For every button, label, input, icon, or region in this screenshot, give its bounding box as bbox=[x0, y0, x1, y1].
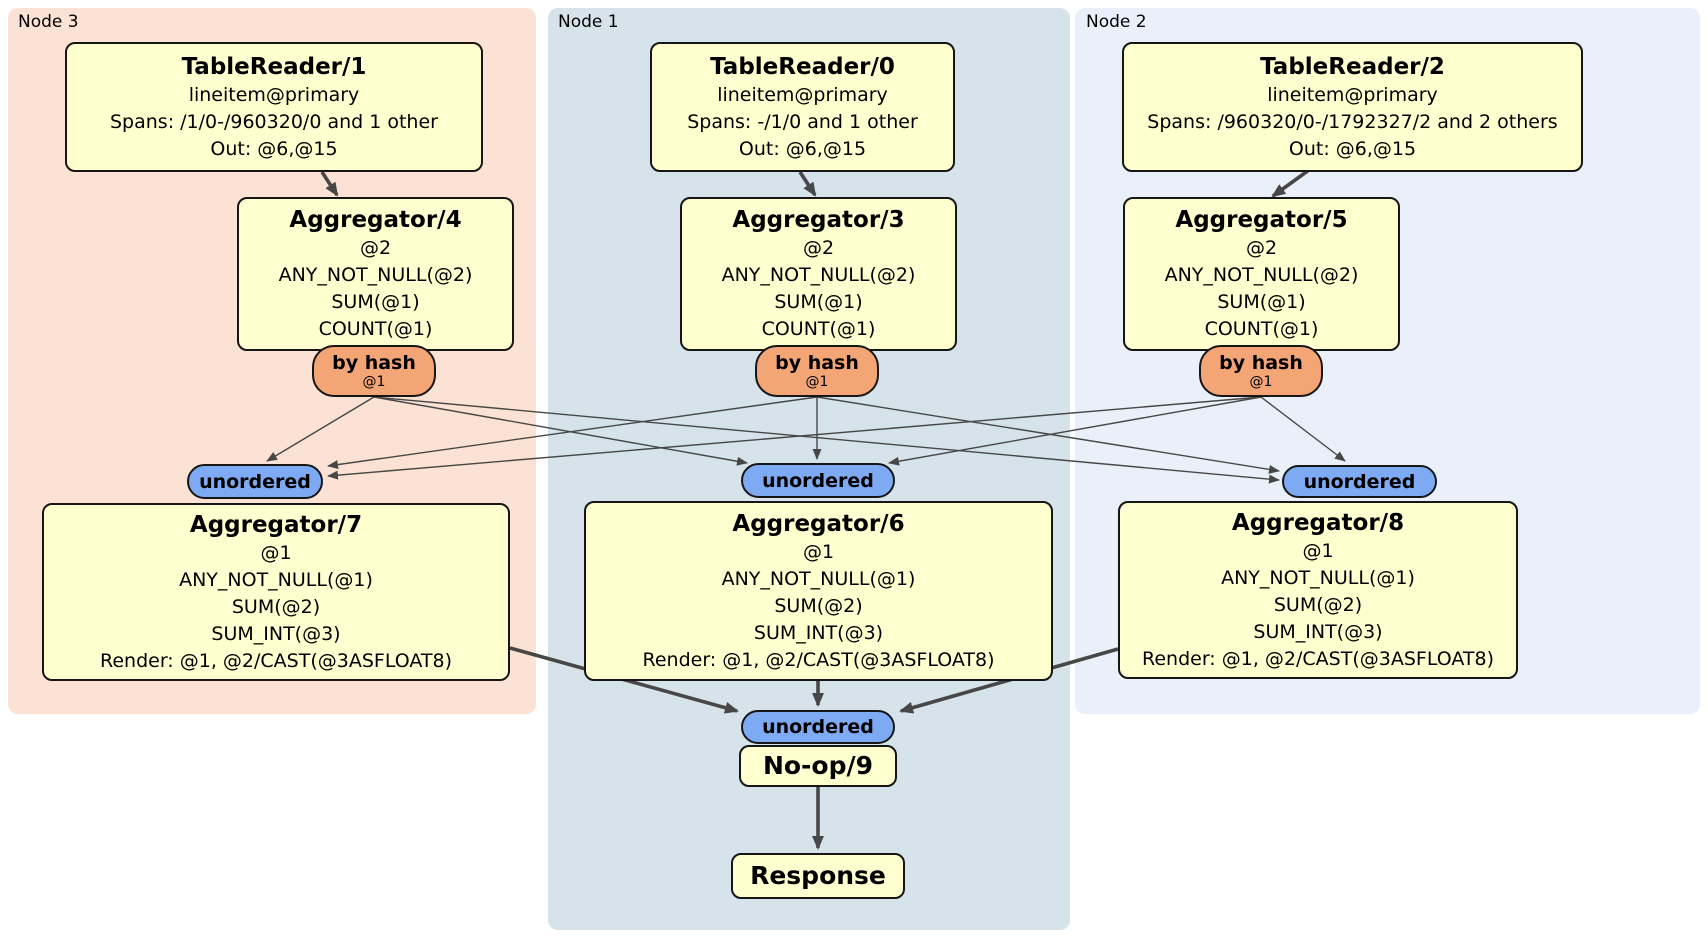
router-by-hash-4: by hash @1 bbox=[312, 345, 436, 397]
edge-byhash4-unordered-right bbox=[373, 396, 1280, 484]
stream-label: unordered bbox=[762, 716, 874, 738]
processor-detail-line: SUM(@2) bbox=[774, 594, 863, 617]
processor-detail-line: ANY_NOT_NULL(@2) bbox=[278, 264, 473, 286]
edge-tablereader1-aggregator4 bbox=[320, 171, 339, 197]
stream-unordered-left: unordered bbox=[187, 464, 323, 499]
processor-detail-line: @2 bbox=[1245, 237, 1278, 259]
stream-label: unordered bbox=[1303, 470, 1416, 493]
processor-detail-line: Render: @1, @2/CAST(@3ASFLOAT8) bbox=[642, 648, 995, 671]
processor-title: Aggregator/7 bbox=[189, 511, 363, 538]
processor-detail-line: Spans: -/1/0 and 1 other bbox=[687, 110, 918, 133]
edge-byhash4-unordered-center bbox=[373, 396, 748, 466]
processor-detail-line: @1 bbox=[1302, 539, 1334, 562]
processor-detail-line: @1 bbox=[802, 540, 835, 563]
processor-aggregator-4: Aggregator/4 @2 ANY_NOT_NULL(@2) SUM(@1)… bbox=[237, 197, 514, 351]
processor-title: TableReader/0 bbox=[710, 53, 895, 80]
router-by-hash-3: by hash @1 bbox=[755, 345, 879, 397]
processor-detail-line: ANY_NOT_NULL(@1) bbox=[721, 567, 916, 590]
edge-byhash5-unordered-center bbox=[888, 396, 1262, 466]
processor-detail-line: @1 bbox=[260, 541, 292, 564]
stream-unordered-bottom: unordered bbox=[741, 710, 895, 744]
processor-title: Aggregator/3 bbox=[732, 207, 905, 233]
processor-detail-line: SUM(@2) bbox=[231, 595, 321, 618]
processor-detail-line: SUM_INT(@3) bbox=[211, 622, 341, 645]
processor-detail-line: lineitem@primary bbox=[188, 83, 360, 106]
processor-detail-line: ANY_NOT_NULL(@2) bbox=[1164, 264, 1359, 286]
processor-aggregator-6: Aggregator/6 @1 ANY_NOT_NULL(@1) SUM(@2)… bbox=[584, 501, 1053, 681]
processor-detail-line: Spans: /1/0-/960320/0 and 1 other bbox=[110, 110, 438, 133]
region-label-node2: Node 2 bbox=[1086, 12, 1147, 32]
router-by-hash-5: by hash @1 bbox=[1199, 345, 1323, 397]
processor-aggregator-3: Aggregator/3 @2 ANY_NOT_NULL(@2) SUM(@1)… bbox=[680, 197, 957, 351]
processor-detail-line: SUM(@1) bbox=[331, 291, 420, 313]
region-label-node1: Node 1 bbox=[558, 12, 619, 32]
processor-title: Aggregator/4 bbox=[289, 207, 462, 233]
processor-detail-line: ANY_NOT_NULL(@1) bbox=[179, 568, 373, 591]
router-key: @1 bbox=[805, 374, 829, 390]
edge-byhash4-unordered-left bbox=[266, 396, 375, 462]
processor-detail-line: COUNT(@1) bbox=[318, 318, 433, 340]
stream-unordered-right: unordered bbox=[1282, 465, 1437, 498]
processor-detail-line: @2 bbox=[359, 237, 392, 259]
processor-title: Aggregator/5 bbox=[1175, 207, 1348, 233]
processor-tablereader-1: TableReader/1 lineitem@primary Spans: /1… bbox=[65, 42, 483, 172]
stream-label: unordered bbox=[199, 470, 311, 493]
processor-detail-line: SUM_INT(@3) bbox=[1253, 620, 1383, 643]
router-label: by hash bbox=[1219, 352, 1303, 374]
processor-title: No-op/9 bbox=[762, 751, 874, 780]
router-label: by hash bbox=[332, 352, 416, 374]
processor-detail-line: lineitem@primary bbox=[717, 83, 888, 106]
processor-detail-line: @2 bbox=[802, 237, 835, 259]
processor-detail-line: SUM(@2) bbox=[1273, 593, 1363, 616]
stream-label: unordered bbox=[762, 469, 874, 492]
processor-tablereader-2: TableReader/2 lineitem@primary Spans: /9… bbox=[1122, 42, 1583, 172]
processor-title: Aggregator/8 bbox=[1231, 509, 1405, 536]
processor-title: TableReader/1 bbox=[181, 53, 367, 80]
edge-tablereader0-aggregator3 bbox=[798, 171, 817, 197]
router-key: @1 bbox=[1249, 374, 1273, 390]
processor-detail-line: COUNT(@1) bbox=[1204, 318, 1319, 340]
processor-title: Response bbox=[750, 861, 886, 890]
stream-unordered-center: unordered bbox=[741, 463, 895, 498]
processor-detail-line: SUM(@1) bbox=[1217, 291, 1306, 313]
region-label-node3: Node 3 bbox=[18, 12, 79, 32]
edge-byhash3-unordered-left bbox=[327, 396, 818, 470]
processor-response: Response bbox=[731, 853, 905, 899]
router-label: by hash bbox=[775, 352, 859, 374]
processor-detail-line: SUM_INT(@3) bbox=[753, 621, 884, 644]
processor-aggregator-8: Aggregator/8 @1 ANY_NOT_NULL(@1) SUM(@2)… bbox=[1118, 501, 1518, 679]
processor-detail-line: ANY_NOT_NULL(@1) bbox=[1221, 566, 1415, 589]
processor-noop-9: No-op/9 bbox=[739, 745, 897, 787]
processor-tablereader-0: TableReader/0 lineitem@primary Spans: -/… bbox=[650, 42, 955, 172]
processor-title: TableReader/2 bbox=[1260, 53, 1445, 80]
processor-detail-line: SUM(@1) bbox=[774, 291, 863, 313]
processor-aggregator-5: Aggregator/5 @2 ANY_NOT_NULL(@2) SUM(@1)… bbox=[1123, 197, 1400, 351]
processor-detail-line: Spans: /960320/0-/1792327/2 and 2 others bbox=[1147, 110, 1558, 133]
processor-detail-line: COUNT(@1) bbox=[761, 318, 876, 340]
edge-tablereader2-aggregator5 bbox=[1271, 168, 1311, 198]
processor-aggregator-7: Aggregator/7 @1 ANY_NOT_NULL(@1) SUM(@2)… bbox=[42, 503, 510, 681]
router-key: @1 bbox=[362, 374, 386, 390]
processor-detail-line: Render: @1, @2/CAST(@3ASFLOAT8) bbox=[1142, 647, 1494, 670]
edge-byhash5-unordered-left bbox=[327, 396, 1262, 480]
processor-title: Aggregator/6 bbox=[732, 510, 905, 537]
edge-byhash5-unordered-right bbox=[1260, 396, 1346, 462]
processor-detail-line: Render: @1, @2/CAST(@3ASFLOAT8) bbox=[100, 649, 452, 672]
processor-detail-line: Out: @6,@15 bbox=[210, 137, 338, 160]
edge-byhash3-unordered-right bbox=[816, 396, 1280, 474]
processor-detail-line: lineitem@primary bbox=[1267, 83, 1438, 106]
processor-detail-line: Out: @6,@15 bbox=[1288, 137, 1417, 160]
processor-detail-line: ANY_NOT_NULL(@2) bbox=[721, 264, 916, 286]
processor-detail-line: Out: @6,@15 bbox=[738, 137, 867, 160]
